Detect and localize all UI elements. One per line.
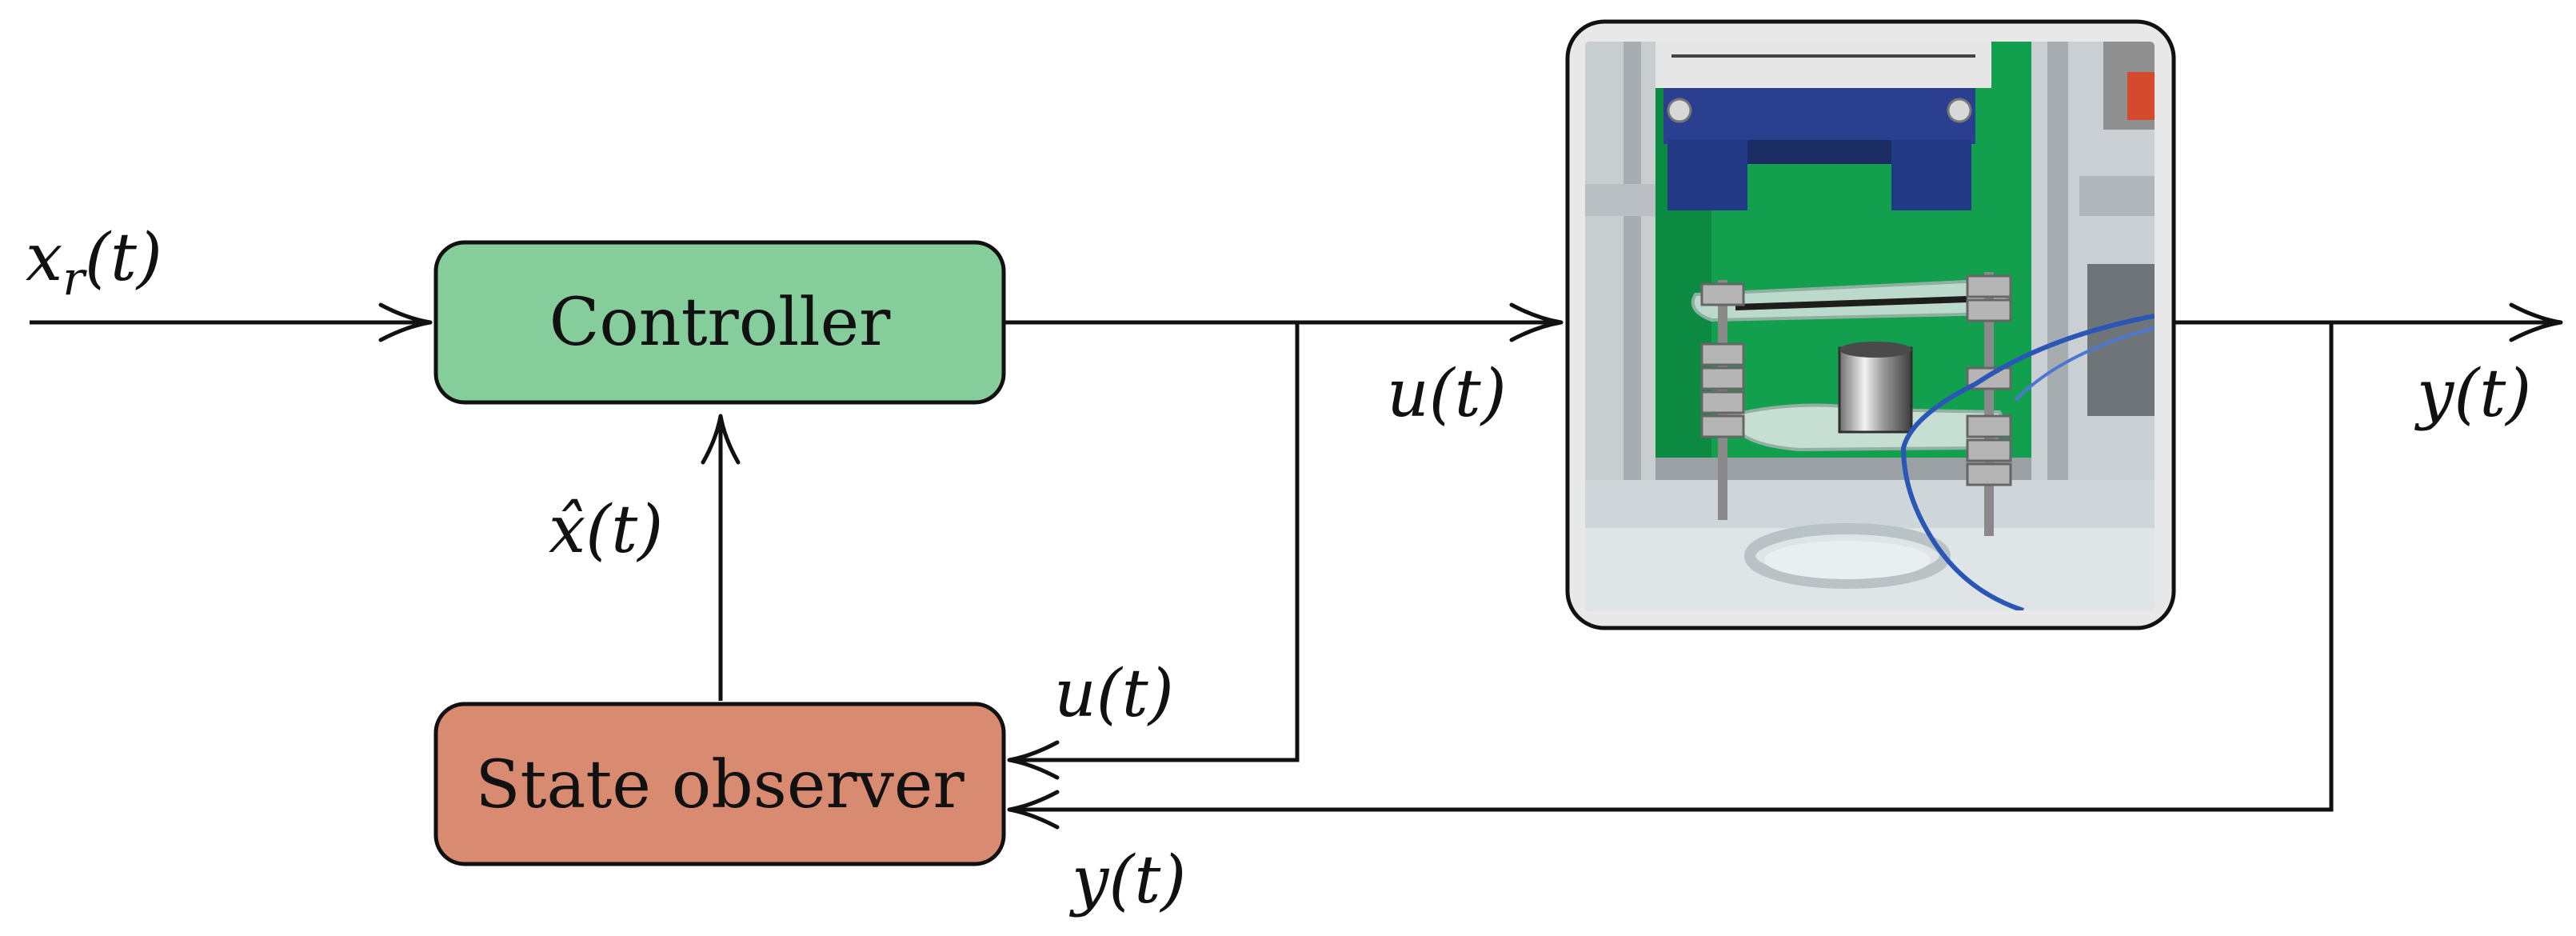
state-observer-label: State observer xyxy=(475,747,965,823)
reference-subscript: r xyxy=(62,251,87,306)
arrow-head-right-icon xyxy=(378,302,433,342)
control-feedback-wire xyxy=(1009,322,1300,762)
state-observer-box xyxy=(433,702,1006,866)
arrow-head-right-icon xyxy=(1509,302,1564,342)
controller-block: Controller xyxy=(433,240,1006,405)
magnet-cylinder xyxy=(1838,346,1913,434)
controller-label: Controller xyxy=(549,285,891,361)
reference-signal-label: xr(t) xyxy=(26,220,162,306)
control-feedback-label: u(t) xyxy=(1054,656,1174,732)
estimate-symbol: x̂ xyxy=(549,492,585,568)
state-estimate-label: x̂(t) xyxy=(549,492,663,568)
output-feedback-label: y(t) xyxy=(1068,842,1186,918)
reference-symbol: x xyxy=(26,220,62,296)
plant-block xyxy=(1565,19,2176,630)
left-frame-rail xyxy=(1585,42,1655,522)
sensor-cable xyxy=(1900,314,2155,610)
state-observer-block: State observer xyxy=(433,702,1006,866)
arrow-head-up-icon xyxy=(701,414,741,465)
blue-holder xyxy=(1663,88,1975,144)
output-feedback-wire xyxy=(1009,322,2334,812)
arrow-head-left-icon xyxy=(1007,740,1060,780)
arrow-head-right-icon xyxy=(2509,302,2563,342)
arrow-head-left-icon xyxy=(1007,790,1060,830)
output-signal-label: y(t) xyxy=(2414,356,2531,432)
controller-box xyxy=(433,240,1006,405)
reference-argument: (t) xyxy=(85,220,162,296)
control-signal-label: u(t) xyxy=(1387,356,1507,432)
estimate-argument: (t) xyxy=(585,492,663,568)
top-beam xyxy=(1655,42,1991,88)
plant-photo xyxy=(1585,42,2155,610)
